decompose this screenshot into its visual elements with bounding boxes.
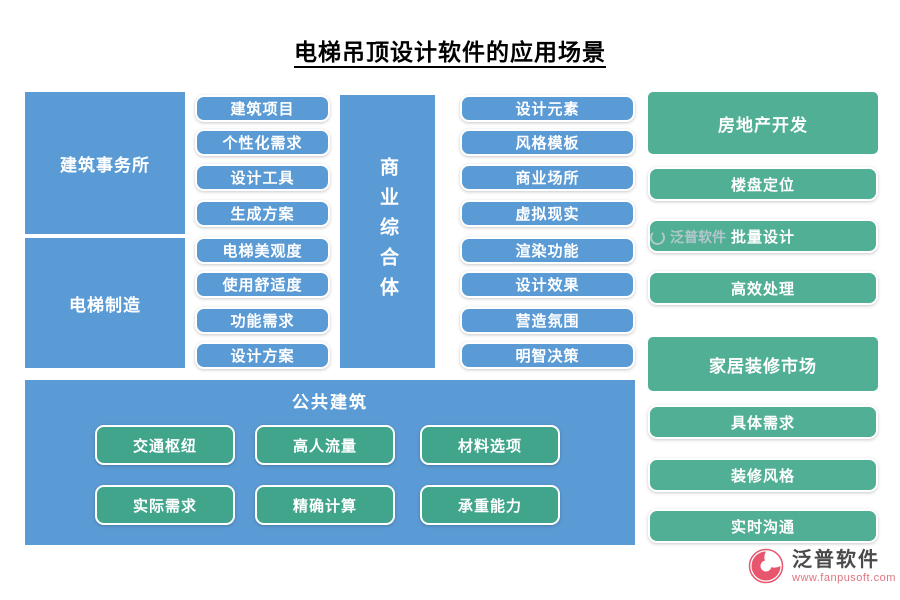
feature-item: 风格模板	[460, 129, 635, 156]
feature-item: 商业场所	[460, 164, 635, 191]
feature-item: 使用舒适度	[195, 271, 330, 298]
feature-item: 明智决策	[460, 342, 635, 369]
feature-item: 设计元素	[460, 95, 635, 122]
feature-item: 高人流量	[255, 425, 395, 465]
feature-item: 交通枢纽	[95, 425, 235, 465]
feature-item: 材料选项	[420, 425, 560, 465]
feature-item: 生成方案	[195, 200, 330, 227]
feature-item: 精确计算	[255, 485, 395, 525]
feature-item: 实际需求	[95, 485, 235, 525]
feature-item: 功能需求	[195, 307, 330, 334]
feature-item: 设计工具	[195, 164, 330, 191]
group-header-real-estate: 房地产开发	[648, 92, 878, 154]
group-box-public-building: 公共建筑 交通枢纽 高人流量 材料选项 实际需求 精确计算 承重能力	[25, 380, 635, 545]
feature-item: 虚拟现实	[460, 200, 635, 227]
public-building-label: 公共建筑	[292, 393, 368, 412]
feature-item: 营造氛围	[460, 307, 635, 334]
feature-item: 设计效果	[460, 271, 635, 298]
feature-item: 渲染功能	[460, 237, 635, 264]
brand-url: www.fanpusoft.com	[792, 572, 896, 584]
feature-item: 建筑项目	[195, 95, 330, 122]
brand-footer: 泛普软件 www.fanpusoft.com	[748, 548, 896, 589]
group-header-home-decoration: 家居装修市场	[648, 337, 878, 391]
feature-item: 高效处理	[648, 271, 878, 305]
page-title: 电梯吊顶设计软件的应用场景	[294, 39, 606, 65]
feature-item: 个性化需求	[195, 129, 330, 156]
feature-item: 批量设计	[648, 219, 878, 253]
feature-item: 电梯美观度	[195, 237, 330, 264]
group-box-commercial-complex: 商业综合体	[340, 95, 435, 368]
feature-item: 楼盘定位	[648, 167, 878, 201]
brand-name: 泛普软件	[792, 549, 880, 571]
feature-item: 装修风格	[648, 458, 878, 492]
feature-item: 承重能力	[420, 485, 560, 525]
fanpu-logo-icon	[748, 548, 784, 589]
group-box-architecture-office: 建筑事务所	[25, 92, 185, 234]
group-box-elevator-manufacturing: 电梯制造	[25, 238, 185, 368]
feature-item: 设计方案	[195, 342, 330, 369]
feature-item: 具体需求	[648, 405, 878, 439]
feature-item: 实时沟通	[648, 509, 878, 543]
